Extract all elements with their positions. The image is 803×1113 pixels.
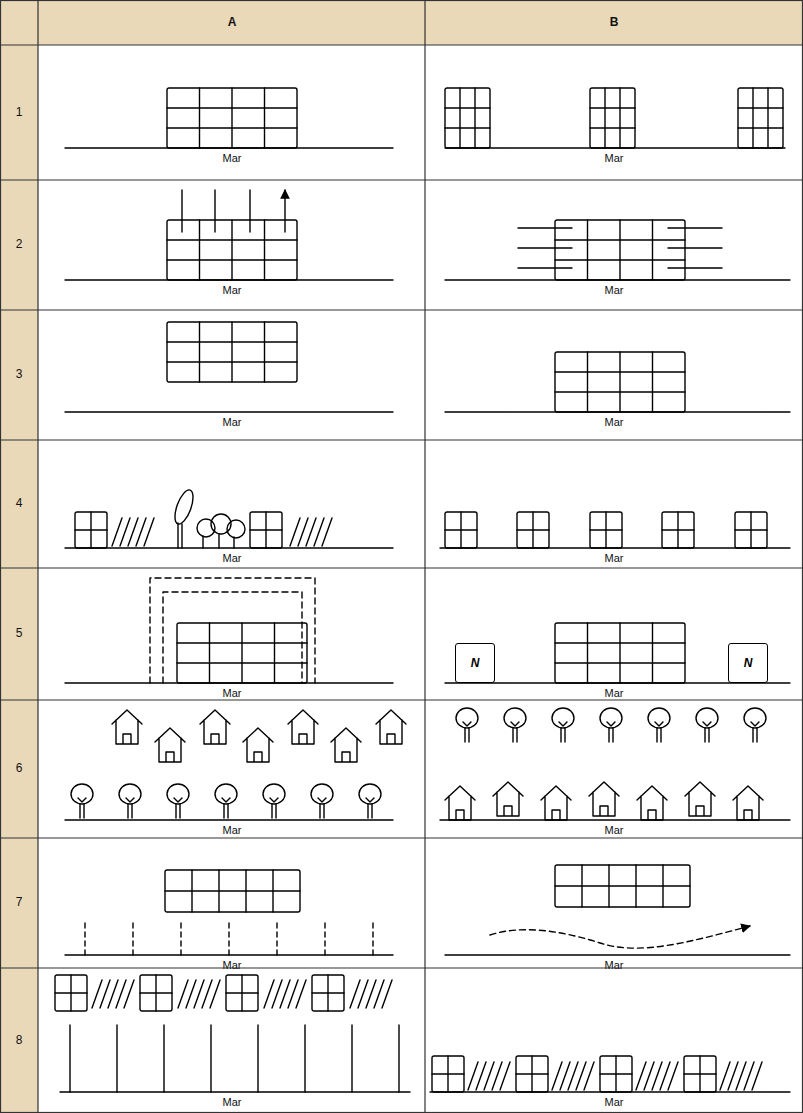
row7-b-illustration: [445, 865, 790, 955]
row5-a-illustration: [65, 578, 393, 683]
row2-b-illustration: [445, 220, 790, 280]
sea-label: Mar: [223, 1096, 242, 1108]
sea-label: Mar: [605, 416, 624, 428]
row-number: 5: [16, 627, 23, 640]
building-letter: N: [744, 656, 753, 670]
row3-a-illustration: [65, 322, 393, 412]
row6-b-illustration: [440, 708, 790, 820]
sea-label: Mar: [223, 824, 242, 836]
row4-a-illustration: [65, 488, 393, 548]
sea-label: Mar: [605, 1096, 624, 1108]
building-letter: N: [471, 656, 480, 670]
row-number: 6: [16, 762, 23, 775]
sea-label: Mar: [605, 552, 624, 564]
row8-b-illustration: [430, 1056, 790, 1092]
row-number: 8: [16, 1034, 23, 1047]
small-building-box: N: [455, 643, 495, 683]
sea-label: Mar: [605, 152, 624, 164]
row-number: 2: [16, 238, 23, 251]
row1-b-illustration: [445, 88, 785, 148]
sea-label: Mar: [223, 959, 242, 971]
sea-label: Mar: [605, 687, 624, 699]
row-number: 1: [16, 106, 23, 119]
sea-label: Mar: [223, 152, 242, 164]
sea-label: Mar: [223, 416, 242, 428]
row-number: 7: [16, 896, 23, 909]
row6-a-illustration: [65, 710, 406, 820]
row-number: 3: [16, 368, 23, 381]
row7-a-illustration: [65, 870, 393, 955]
sea-label: Mar: [605, 284, 624, 296]
small-building-box: N: [728, 643, 768, 683]
sea-label: Mar: [223, 552, 242, 564]
sea-label: Mar: [605, 824, 624, 836]
row3-b-illustration: [445, 352, 790, 412]
row5-b-illustration: [445, 623, 790, 683]
sea-label: Mar: [223, 687, 242, 699]
column-header: A: [228, 16, 237, 29]
sea-label: Mar: [605, 959, 624, 971]
row4-b-illustration: [440, 512, 790, 548]
row8-a-illustration: [55, 975, 410, 1092]
row2-a-illustration: [65, 190, 393, 280]
sea-label: Mar: [223, 284, 242, 296]
column-header: B: [610, 16, 619, 29]
row-number: 4: [16, 497, 23, 510]
row1-a-illustration: [65, 88, 393, 148]
